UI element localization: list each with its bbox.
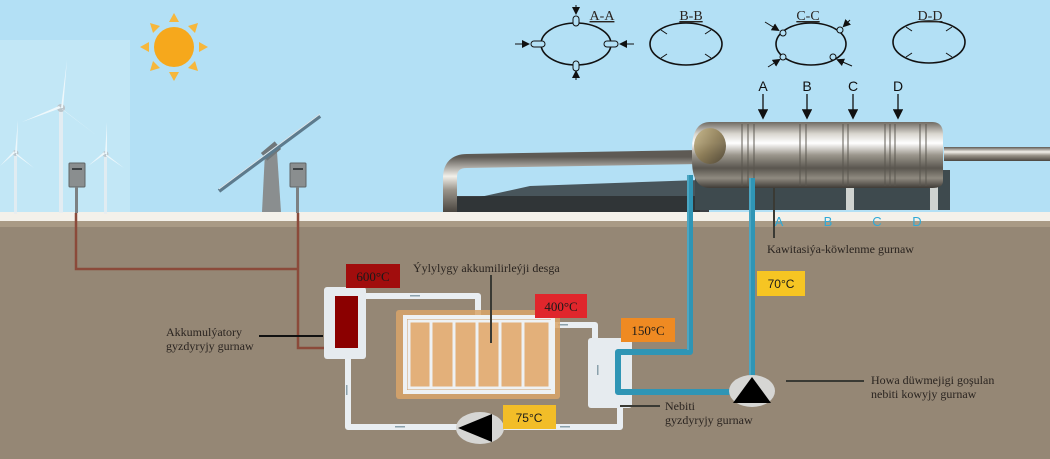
oil-pipes <box>615 175 755 395</box>
svg-text:150°C: 150°C <box>631 323 664 338</box>
inverter-box-icon <box>289 162 307 213</box>
ground-marker-b: B <box>824 214 833 229</box>
label-heat-accumulator: Ýylylygy akkumilirleýji desga <box>413 261 560 275</box>
cross-section-b-b <box>649 22 723 66</box>
wind-haze <box>0 40 130 214</box>
temp-badge-150: 150°C <box>621 318 675 342</box>
section-label-a-a: A-A <box>590 9 616 24</box>
inverter-box-icon <box>68 162 86 213</box>
ground-marker-a: A <box>775 214 784 229</box>
label-oil-pump-1: Howa düwmejigi goşulan <box>871 373 994 387</box>
temp-badge-75: 75°C <box>503 405 556 429</box>
section-label-d-d: D-D <box>918 9 943 24</box>
ground-surface-shadow <box>0 221 1050 227</box>
svg-text:75°C: 75°C <box>516 411 543 425</box>
svg-text:400°C: 400°C <box>544 299 577 314</box>
heat-accumulator-unit <box>396 310 560 399</box>
cross-section-c-c <box>764 18 853 68</box>
sun-icon <box>140 13 208 81</box>
label-accumulator-heater-1: Akkumulýatory <box>166 325 242 339</box>
surface-pipeline <box>443 147 1050 212</box>
label-cavitation-furnace: Kawitasiýa-köwlenme gurnaw <box>767 242 914 256</box>
label-oil-heater-2: gyzdyryjy gurnaw <box>665 413 753 427</box>
cross-section-d-d <box>892 20 966 64</box>
oil-pipes-highlight <box>687 175 751 376</box>
accumulator-heater <box>324 287 366 359</box>
cross-section-a-a <box>515 5 634 80</box>
svg-text:70°C: 70°C <box>768 277 795 291</box>
section-marker-c: C <box>848 78 858 94</box>
temp-badge-600: 600°C <box>346 264 400 288</box>
section-marker-a: A <box>758 78 768 94</box>
temp-badge-400: 400°C <box>535 294 587 318</box>
flow-arrows <box>346 295 570 428</box>
ground-marker-d: D <box>912 214 921 229</box>
wind-turbine-icon <box>0 120 34 214</box>
leader-lines <box>259 188 864 407</box>
wind-turbine-icon <box>22 60 96 213</box>
section-marker-d: D <box>893 78 903 94</box>
ground-marker-c: C <box>872 214 881 229</box>
cavitation-furnace <box>692 122 950 210</box>
oil-heater-exchanger <box>588 338 632 408</box>
wind-turbine-icon <box>88 122 124 214</box>
section-marker-b: B <box>802 78 811 94</box>
temp-badge-70: 70°C <box>757 271 805 296</box>
oil-pump-icon <box>729 375 775 407</box>
section-label-c-c: C-C <box>796 9 819 24</box>
label-oil-heater-1: Nebiti <box>665 399 696 413</box>
label-accumulator-heater-2: gyzdyryjy gurnaw <box>166 339 254 353</box>
solar-panel-icon <box>217 113 322 212</box>
svg-text:600°C: 600°C <box>356 269 389 284</box>
section-label-b-b: B-B <box>679 9 702 24</box>
heat-loop-pump-icon <box>456 412 504 444</box>
ground-surface-stripe <box>0 212 1050 221</box>
label-oil-pump-2: nebiti kowyjy gurnaw <box>871 387 977 401</box>
section-marker-arrows <box>757 94 904 120</box>
